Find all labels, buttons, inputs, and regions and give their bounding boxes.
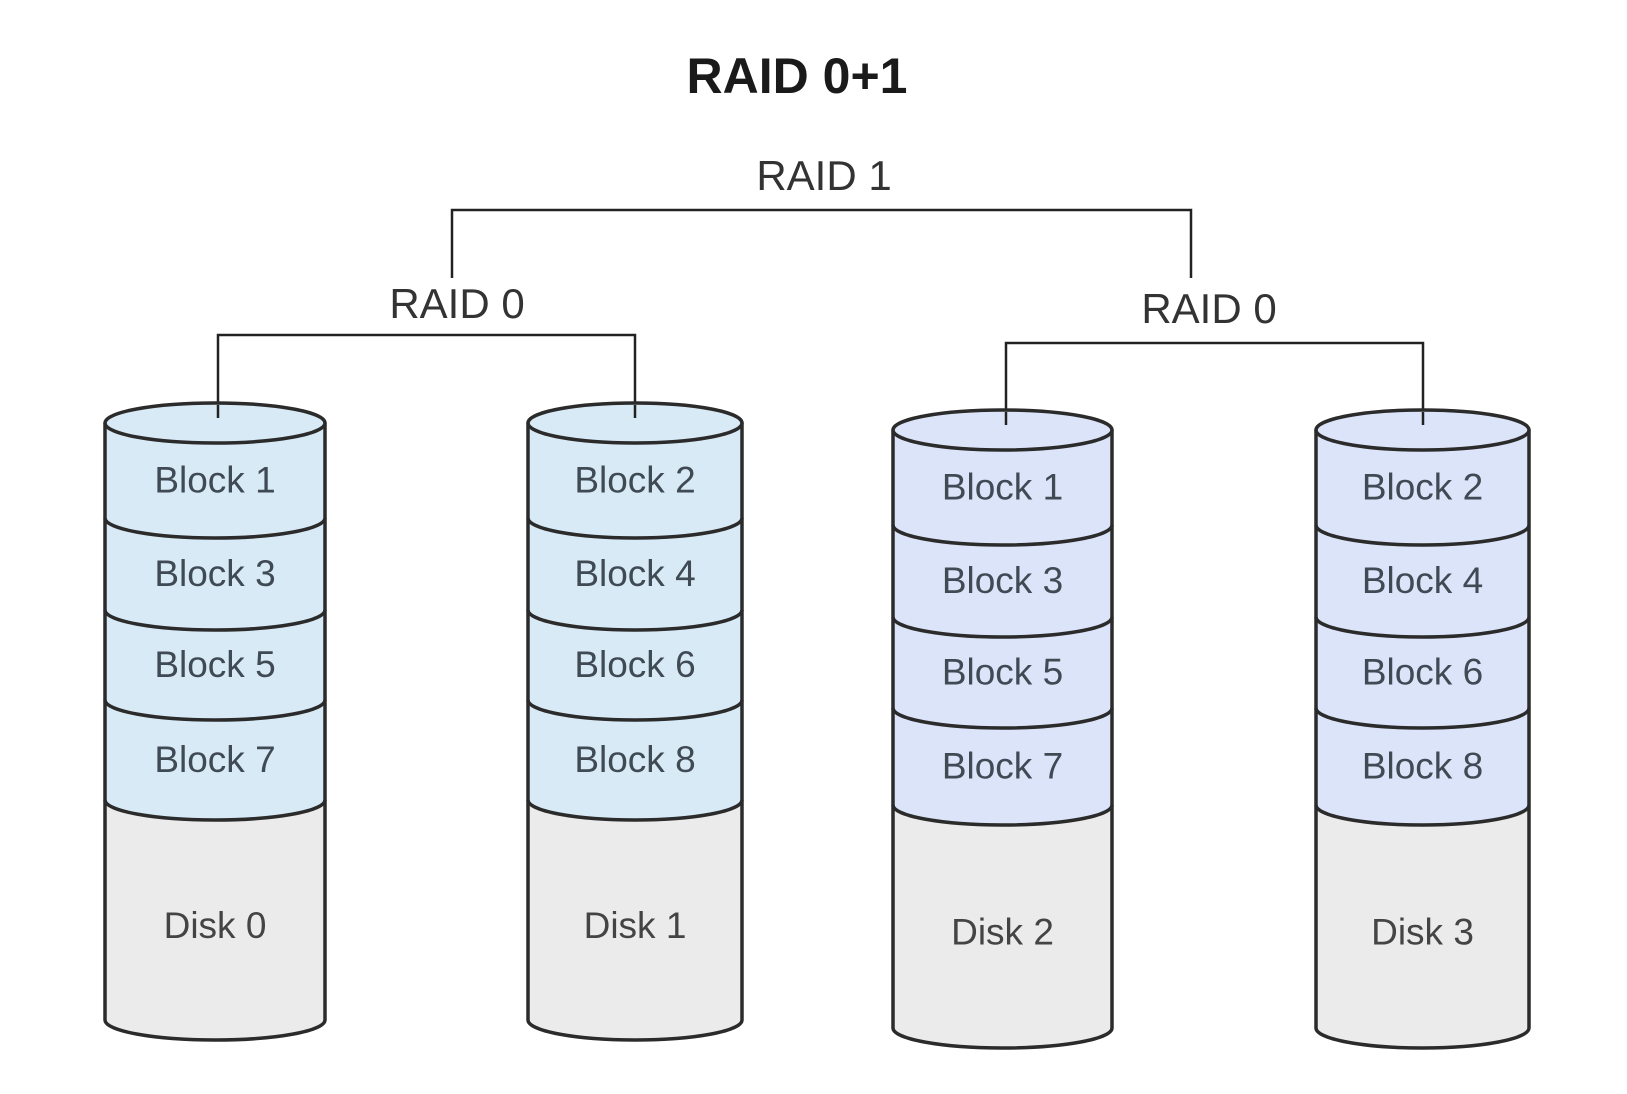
block-label: Block 6 (574, 644, 695, 685)
raid1-group: RAID 1 (450, 152, 1193, 278)
block-label: Block 7 (154, 739, 275, 780)
disk-empty-space (1316, 805, 1529, 1048)
block-segment (1316, 708, 1529, 825)
block-divider (1314, 707, 1531, 730)
block-segment (893, 708, 1112, 825)
block-label: Block 8 (574, 739, 695, 780)
disk-3: Block 2 Block 4 Block 6 Block 8 Disk 3 (1314, 408, 1531, 1050)
block-label: Block 3 (154, 553, 275, 594)
raid1-connector (450, 208, 1193, 278)
block-label: Block 7 (942, 746, 1063, 787)
disk-base (891, 1027, 1114, 1050)
block-segment (1316, 525, 1529, 637)
disk-label: Disk 2 (951, 912, 1054, 953)
raid0-connector-right (1004, 341, 1425, 422)
block-segment (105, 610, 325, 720)
block-segment (1316, 617, 1529, 728)
disk-2: Block 1 Block 3 Block 5 Block 7 Disk 2 (891, 408, 1114, 1050)
block-divider (1314, 804, 1531, 827)
block-label: Block 1 (942, 467, 1063, 508)
block-segment (105, 423, 325, 538)
disk-empty-space (893, 805, 1112, 1048)
block-segment (528, 423, 742, 538)
block-segment (893, 430, 1112, 545)
block-label: Block 5 (154, 644, 275, 685)
disk-top-cap (103, 401, 327, 445)
block-divider (891, 524, 1114, 547)
disk-label: Disk 0 (164, 905, 267, 946)
block-segment (893, 617, 1112, 728)
block-label: Block 2 (574, 460, 695, 501)
disk-top-cap (526, 401, 744, 445)
block-divider (1314, 616, 1531, 639)
block-divider (526, 609, 744, 632)
raid0-label-left: RAID 0 (389, 280, 524, 327)
disk-top-cap (891, 408, 1114, 452)
disk-0: Block 1 Block 3 Block 5 Block 7 Disk 0 (103, 401, 327, 1042)
block-divider (526, 517, 744, 540)
block-divider (103, 517, 327, 540)
block-label: Block 5 (942, 652, 1063, 693)
diagram-title: RAID 0+1 (687, 48, 908, 104)
raid0-group-left: RAID 0 (216, 280, 637, 415)
disk-top-cap (1314, 408, 1531, 452)
block-divider (526, 799, 744, 822)
block-segment (1316, 430, 1529, 545)
disk-base (1314, 1027, 1531, 1050)
block-label: Block 4 (574, 553, 695, 594)
block-segment (528, 700, 742, 820)
block-label: Block 4 (1362, 560, 1483, 601)
disk-base (526, 1019, 744, 1042)
disk-1: Block 2 Block 4 Block 6 Block 8 Disk 1 (526, 401, 744, 1042)
block-label: Block 6 (1362, 652, 1483, 693)
block-label: Block 3 (942, 560, 1063, 601)
block-label: Block 8 (1362, 746, 1483, 787)
block-divider (526, 699, 744, 722)
block-divider (891, 804, 1114, 827)
block-segment (105, 700, 325, 820)
block-divider (103, 799, 327, 822)
disk-label: Disk 3 (1371, 912, 1474, 953)
raid0-group-right: RAID 0 (1004, 285, 1425, 422)
disk-label: Disk 1 (584, 905, 687, 946)
disk-empty-space (105, 800, 325, 1040)
block-divider (1314, 524, 1531, 547)
block-divider (891, 707, 1114, 730)
block-divider (103, 609, 327, 632)
disk-empty-space (528, 800, 742, 1040)
disk-base (103, 1019, 327, 1042)
raid0-label-right: RAID 0 (1141, 285, 1276, 332)
raid0-connector-left (216, 333, 637, 415)
block-segment (528, 518, 742, 630)
block-segment (893, 525, 1112, 637)
block-divider (103, 699, 327, 722)
block-divider (891, 616, 1114, 639)
block-label: Block 1 (154, 460, 275, 501)
block-segment (528, 610, 742, 720)
block-segment (105, 518, 325, 630)
raid1-label: RAID 1 (756, 152, 891, 199)
block-label: Block 2 (1362, 467, 1483, 508)
